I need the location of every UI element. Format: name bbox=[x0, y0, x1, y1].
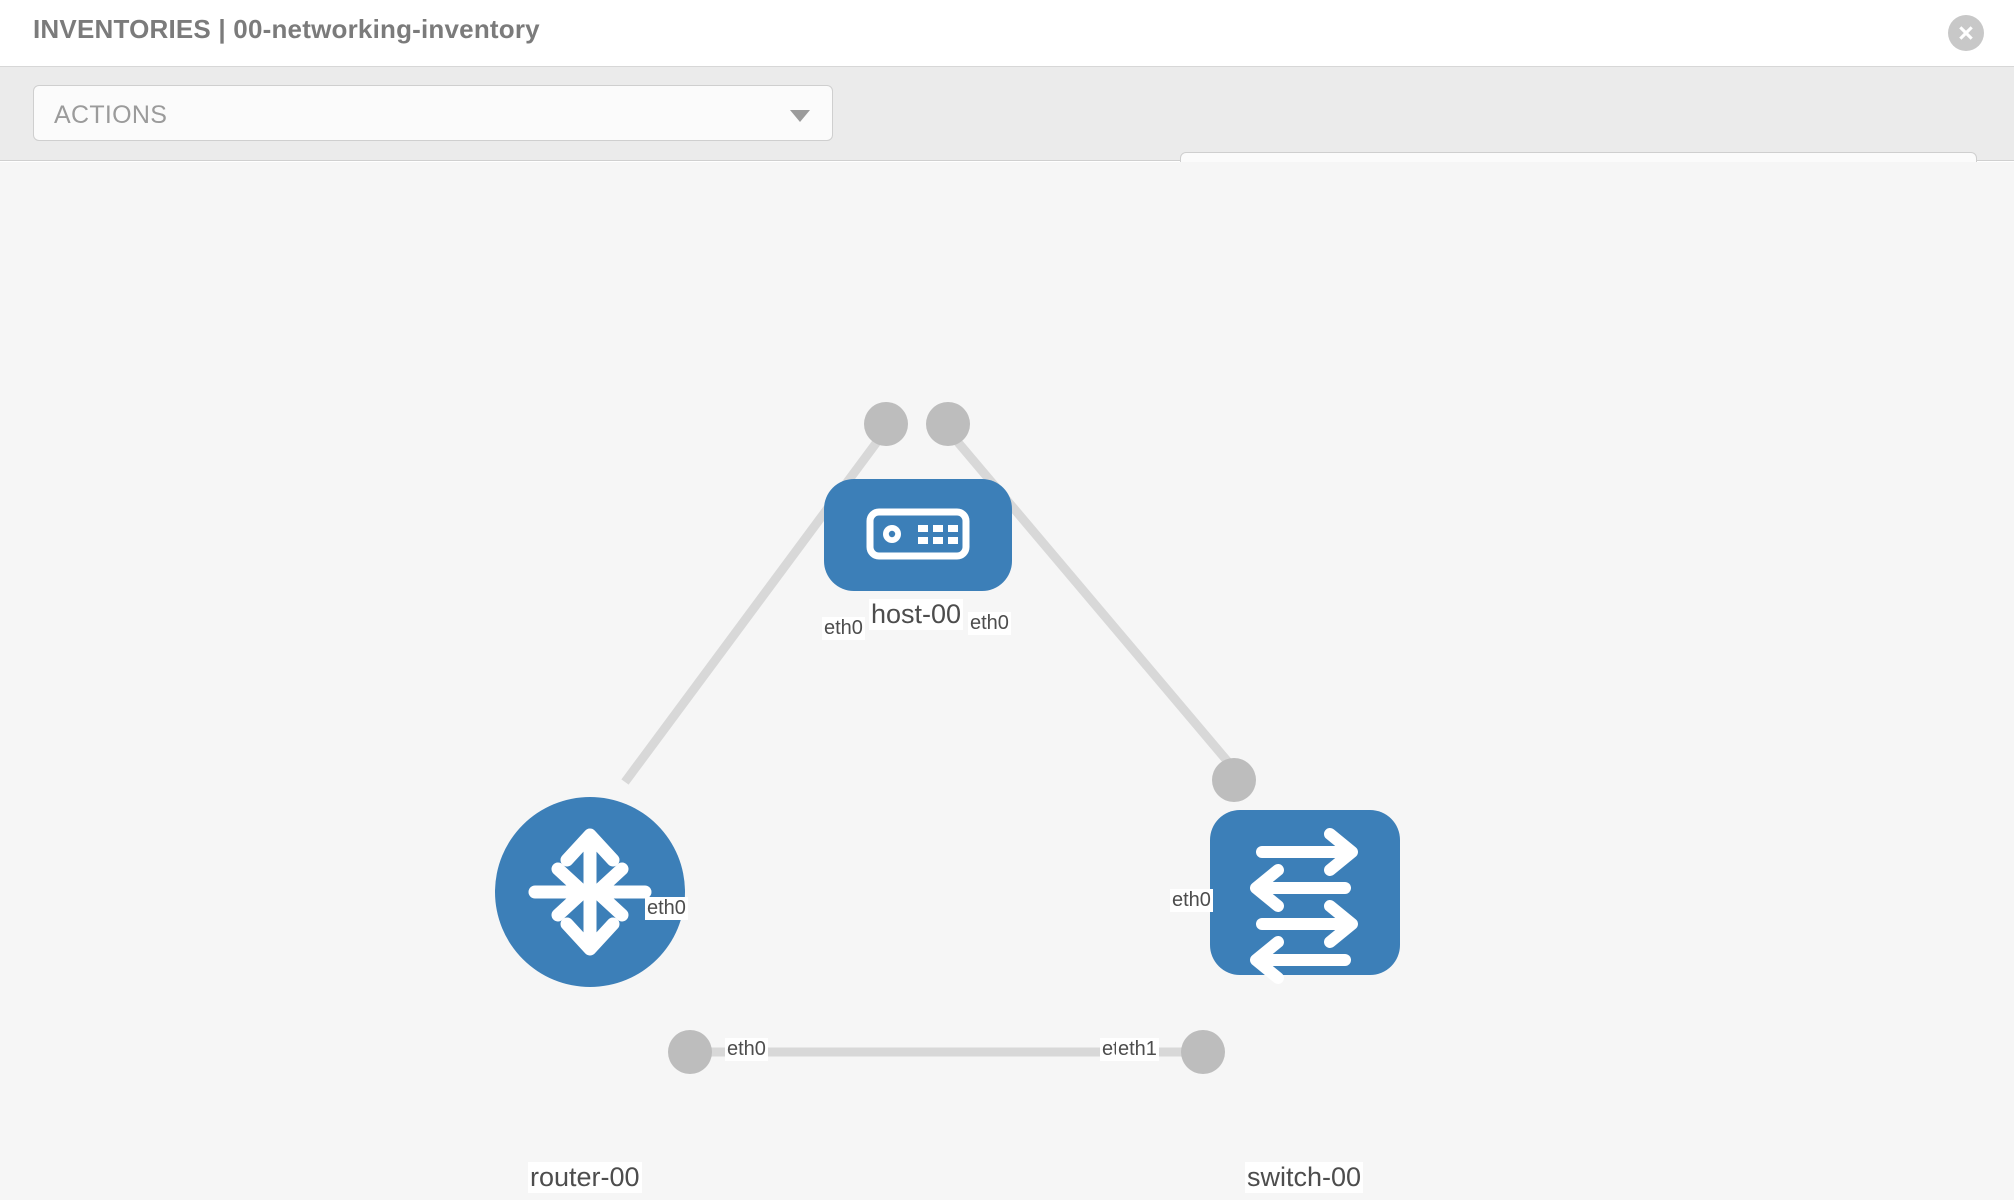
node-label-host-00: host-00 bbox=[869, 599, 964, 630]
iface-label-host-eth0-right: eth0 bbox=[968, 612, 1011, 635]
actions-dropdown[interactable]: ACTIONS bbox=[33, 85, 833, 141]
connector-switch-eth0-top[interactable] bbox=[1212, 758, 1256, 802]
connector-host-eth0-right[interactable] bbox=[926, 402, 970, 446]
close-x-glyph bbox=[1959, 26, 1973, 40]
node-label-router-00: router-00 bbox=[528, 1162, 642, 1193]
iface-label-router-eth0-right: eth0 bbox=[725, 1038, 768, 1061]
toolbar: ACTIONS SEARCH bbox=[0, 67, 2014, 208]
iface-label-switch-eth0-up: eth0 bbox=[1170, 889, 1213, 912]
node-switch-00[interactable] bbox=[1210, 810, 1400, 984]
connector-host-eth0-left[interactable] bbox=[864, 402, 908, 446]
iface-label-switch-eth1-left: eth1 bbox=[1116, 1038, 1159, 1061]
topology-canvas[interactable]: host-00 router-00 switch-00 eth0 eth0 et… bbox=[0, 162, 2014, 1200]
server-icon bbox=[866, 508, 970, 560]
node-label-switch-00: switch-00 bbox=[1245, 1162, 1364, 1193]
close-icon[interactable] bbox=[1948, 15, 1984, 51]
actions-dropdown-label: ACTIONS bbox=[54, 101, 168, 129]
iface-label-router-eth0-up: eth0 bbox=[645, 897, 688, 920]
connector-switch-eth1-left[interactable] bbox=[1181, 1030, 1225, 1074]
topology-graph bbox=[495, 402, 1400, 1074]
router-arrows-icon bbox=[528, 828, 652, 956]
chevron-down-icon bbox=[790, 110, 810, 122]
iface-label-host-eth0-left: eth0 bbox=[822, 617, 865, 640]
switch-arrows-icon bbox=[1250, 828, 1358, 984]
node-router-00[interactable] bbox=[495, 797, 685, 987]
page-header: INVENTORIES | 00-networking-inventory bbox=[0, 0, 2014, 67]
node-host-00[interactable] bbox=[824, 479, 1012, 591]
connector-router-eth0-right[interactable] bbox=[668, 1030, 712, 1074]
page-title: INVENTORIES | 00-networking-inventory bbox=[33, 14, 540, 44]
